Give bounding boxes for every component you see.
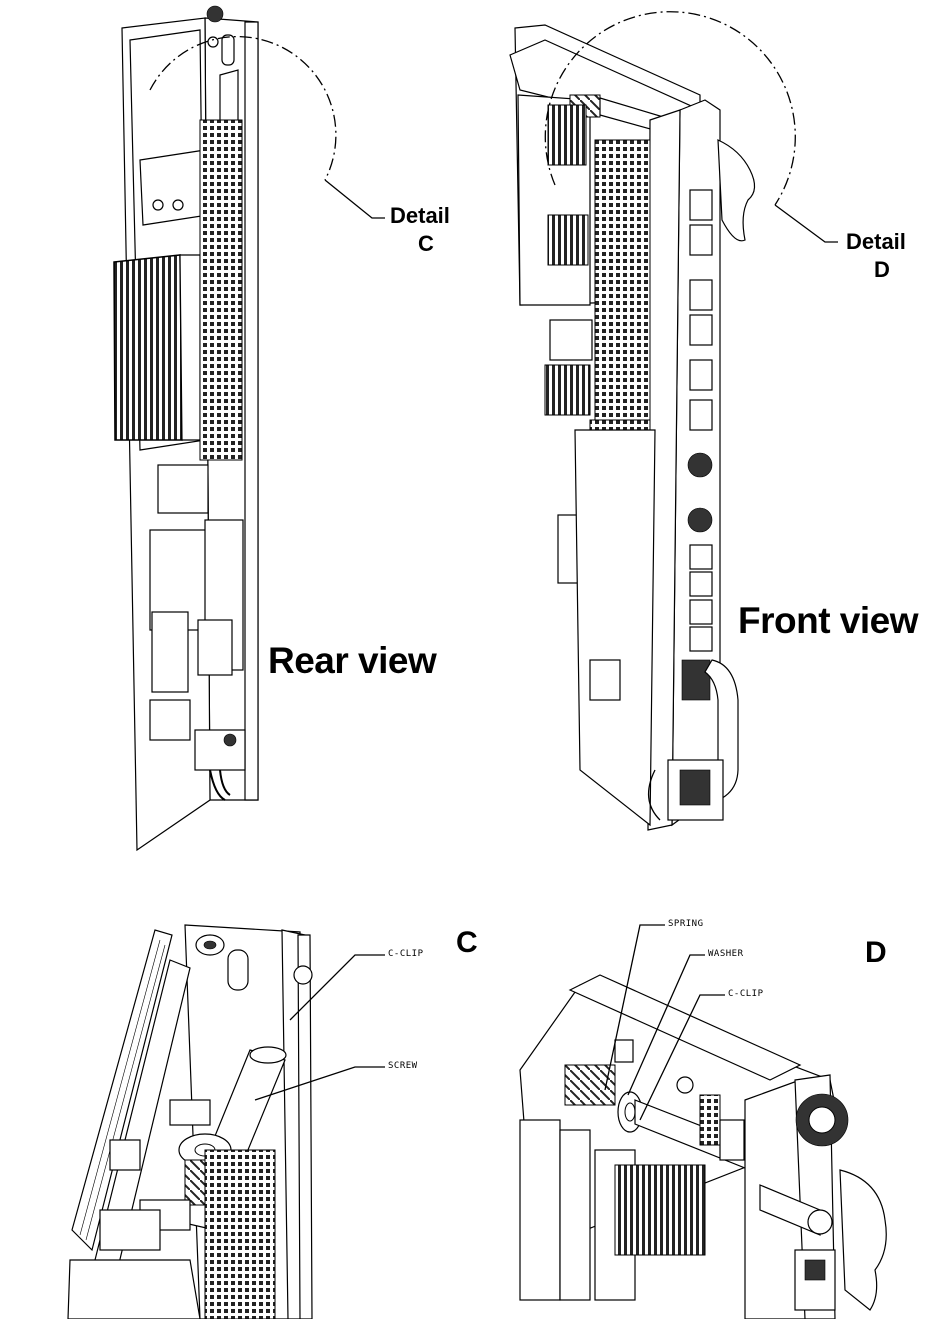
c-clip-label-d: C-CLIP: [728, 989, 764, 999]
detail-c-word: Detail: [390, 203, 450, 228]
spring-label: SPRING: [668, 919, 704, 929]
detail-d-callout: Detail D: [846, 228, 906, 284]
detail-c-drawing: [67, 924, 385, 1319]
rear-view-board: [113, 5, 259, 852]
detail-d-lever: [839, 1169, 887, 1311]
detail-c-letter: C: [418, 231, 434, 256]
rear-heatsink: [113, 254, 183, 441]
detail-d-leader: [774, 204, 838, 243]
washer-leader: [627, 954, 705, 1096]
screw-leader: [254, 1066, 385, 1101]
spring-leader: [604, 924, 665, 1091]
detail-c-callout: Detail C: [390, 202, 450, 258]
rear-ejector-knob: [206, 5, 224, 23]
front-port-column: [681, 189, 713, 701]
detail-c-leader: [324, 179, 385, 219]
detail-c-circle: [149, 35, 337, 181]
washer-label: WASHER: [708, 949, 744, 959]
detail-d-heading: D: [865, 936, 887, 969]
c-clip-leader-c: [289, 954, 385, 1021]
rear-view-title: Rear view: [268, 640, 437, 681]
front-view-board: [509, 24, 756, 831]
detail-d-drawing: [519, 924, 887, 1319]
detail-d-circle: [544, 11, 796, 206]
front-view-title: Front view: [738, 600, 919, 641]
screw-label: SCREW: [388, 1061, 418, 1071]
c-clip-label-c: C-CLIP: [388, 949, 424, 959]
detail-d-word: Detail: [846, 229, 906, 254]
detail-d-letter: D: [874, 257, 890, 282]
detail-c-heading: C: [456, 926, 478, 959]
detail-d-spring-icon: [564, 1064, 616, 1106]
front-lever: [717, 139, 756, 242]
c-clip-leader-d: [639, 994, 725, 1121]
